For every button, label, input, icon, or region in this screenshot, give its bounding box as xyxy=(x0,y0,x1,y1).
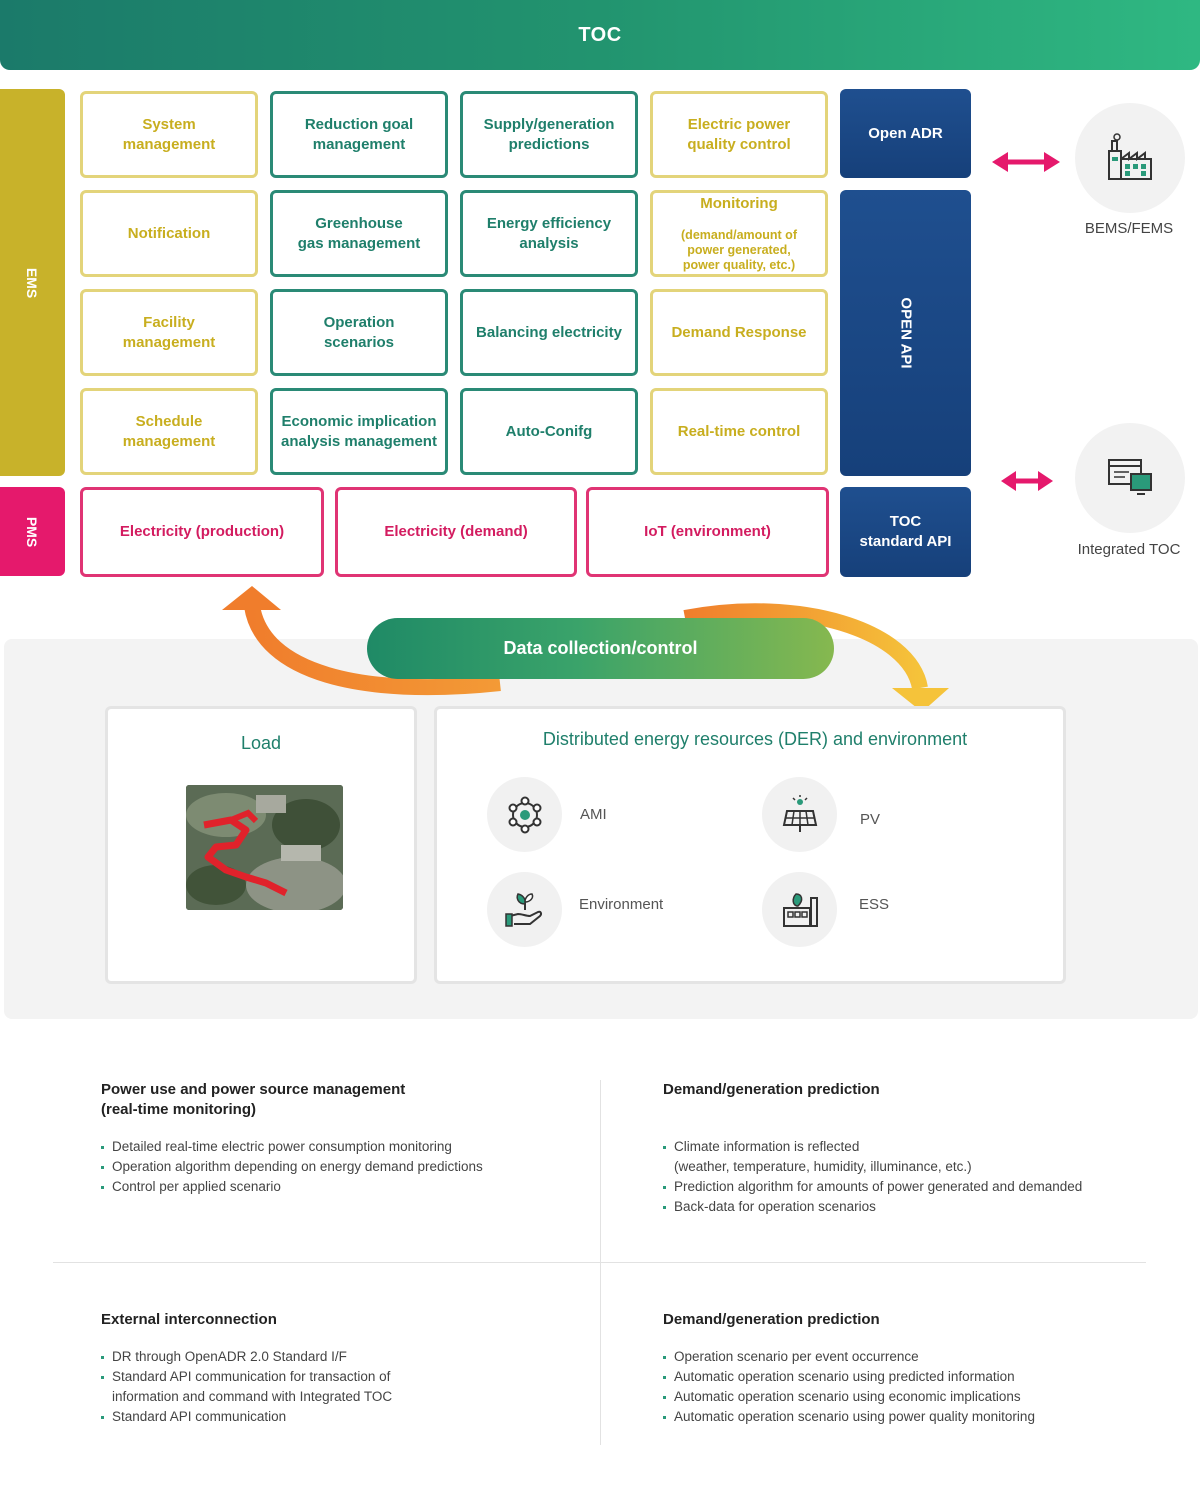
solar-panel-icon xyxy=(782,794,817,832)
data-collection-pill: Data collection/control xyxy=(367,618,834,679)
info-title: Power use and power source management (r… xyxy=(101,1081,406,1118)
ems-energy-efficiency: Energy efficiency analysis xyxy=(460,190,638,277)
ems-operation-scenarios: Operation scenarios xyxy=(270,289,448,376)
pms-electricity-production: Electricity (production) xyxy=(80,487,324,577)
load-title: Load xyxy=(240,733,282,753)
plant-hand-icon xyxy=(504,892,542,927)
bems-label: BEMS/FEMS xyxy=(1084,220,1174,237)
bems-circle xyxy=(1075,103,1185,213)
toc-double-arrow-icon xyxy=(1001,471,1053,491)
monitor-icon xyxy=(1108,459,1152,495)
info-item: DR through OpenADR 2.0 Standard I/F xyxy=(101,1347,571,1367)
integrated-toc-circle xyxy=(1075,423,1185,533)
open-adr-box: Open ADR xyxy=(840,89,971,178)
info-block-scenarios: Demand/generation prediction Operation s… xyxy=(663,1310,1163,1427)
info-item: information and command with Integrated … xyxy=(112,1389,393,1404)
ems-schedule-management: Schedule management xyxy=(80,388,258,475)
info-item: Automatic operation scenario using power… xyxy=(663,1407,1163,1427)
pv-circle xyxy=(762,777,837,852)
integrated-toc-label: Integrated TOC xyxy=(1077,541,1181,558)
info-list: DR through OpenADR 2.0 Standard I/F Stan… xyxy=(101,1347,571,1427)
ess-circle xyxy=(762,872,837,947)
der-title: Distributed energy resources (DER) and e… xyxy=(542,729,968,749)
pms-label-bar: PMS xyxy=(0,487,65,576)
info-item: Automatic operation scenario using predi… xyxy=(663,1367,1163,1387)
info-item: Prediction algorithm for amounts of powe… xyxy=(663,1177,1163,1197)
ess-battery-icon xyxy=(782,892,818,927)
info-item: Detailed real-time electric power consum… xyxy=(101,1137,571,1157)
info-title: External interconnection xyxy=(101,1311,277,1328)
ess-label: ESS xyxy=(859,896,890,913)
open-api-box: OPEN API xyxy=(840,190,971,476)
info-block-prediction: Demand/generation prediction Climate inf… xyxy=(663,1080,1163,1217)
ems-supply-predictions: Supply/generation predictions xyxy=(460,91,638,178)
info-item: (weather, temperature, humidity, illumin… xyxy=(674,1159,972,1174)
ems-auto-config: Auto-Conifg xyxy=(460,388,638,475)
info-item: Control per applied scenario xyxy=(101,1177,571,1197)
toc-standard-api-box: TOC standard API xyxy=(840,487,971,577)
info-list: Climate information is reflected (weathe… xyxy=(663,1137,1163,1217)
ems-greenhouse-gas: Greenhouse gas management xyxy=(270,190,448,277)
ems-economic-implication: Economic implication analysis management xyxy=(270,388,448,475)
environment-circle xyxy=(487,872,562,947)
data-flow-arrows-icon xyxy=(222,586,949,712)
ems-label-bar: EMS xyxy=(0,89,65,476)
monitoring-title: Monitoring xyxy=(700,194,778,212)
ami-label: AMI xyxy=(580,806,607,823)
info-item: Back-data for operation scenarios xyxy=(663,1197,1163,1217)
info-item: Climate information is reflected xyxy=(663,1137,1163,1157)
monitoring-detail: (demand/amount of power generated, power… xyxy=(681,227,797,272)
info-block-monitoring: Power use and power source management (r… xyxy=(101,1080,571,1197)
ems-power-quality: Electric power quality control xyxy=(650,91,828,178)
ems-facility-management: Facility management xyxy=(80,289,258,376)
toc-header: TOC xyxy=(0,0,1200,70)
info-list: Detailed real-time electric power consum… xyxy=(101,1137,571,1197)
ems-demand-response: Demand Response xyxy=(650,289,828,376)
pms-electricity-demand: Electricity (demand) xyxy=(335,487,577,577)
ami-circle xyxy=(487,777,562,852)
ems-balancing-electricity: Balancing electricity xyxy=(460,289,638,376)
info-title: Demand/generation prediction xyxy=(663,1311,880,1328)
ami-network-icon xyxy=(508,796,541,833)
pv-label: PV xyxy=(860,811,881,828)
info-item: Standard API communication for transacti… xyxy=(101,1367,571,1387)
ems-notification: Notification xyxy=(80,190,258,277)
bems-double-arrow-icon xyxy=(992,152,1060,172)
info-item: Automatic operation scenario using econo… xyxy=(663,1387,1163,1407)
load-map-image xyxy=(186,785,343,910)
info-item: Operation scenario per event occurrence xyxy=(663,1347,1163,1367)
factory-icon xyxy=(1108,133,1152,180)
ems-reduction-goal: Reduction goal management xyxy=(270,91,448,178)
ems-system-management: System management xyxy=(80,91,258,178)
info-item: Operation algorithm depending on energy … xyxy=(101,1157,571,1177)
info-item: Standard API communication xyxy=(101,1407,571,1427)
pms-iot-environment: IoT (environment) xyxy=(586,487,829,577)
info-list: Operation scenario per event occurrence … xyxy=(663,1347,1163,1427)
ems-real-time-control: Real-time control xyxy=(650,388,828,475)
environment-label: Environment xyxy=(579,896,664,913)
ems-monitoring: Monitoring (demand/amount of power gener… xyxy=(650,190,828,277)
info-divider-horizontal xyxy=(53,1262,1146,1263)
info-block-interconnection: External interconnection DR through Open… xyxy=(101,1310,571,1427)
info-title: Demand/generation prediction xyxy=(663,1081,880,1098)
